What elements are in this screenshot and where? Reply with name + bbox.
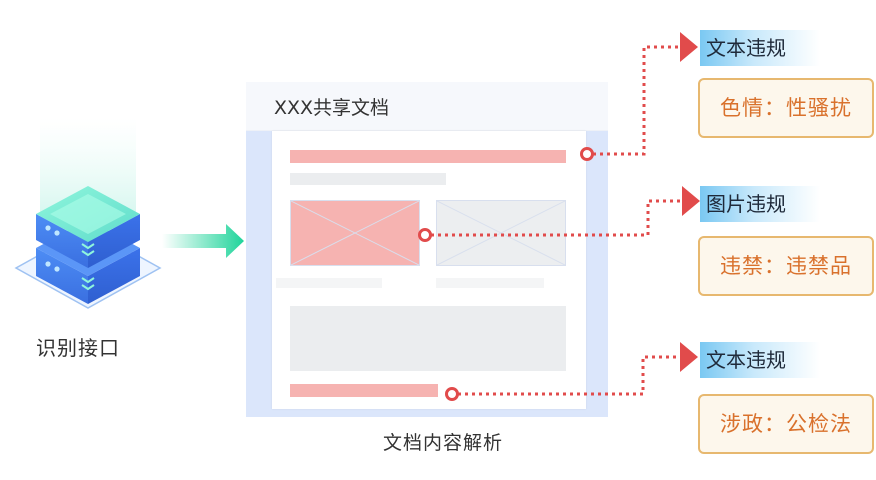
violation-heading: 文本违规: [700, 342, 820, 378]
violation-heading: 图片违规: [700, 186, 820, 222]
flagged-text-line: [290, 384, 438, 397]
text-line: [290, 173, 446, 185]
caption-line: [276, 278, 382, 288]
flow-arrow-icon: [162, 222, 248, 260]
text-block: [290, 306, 566, 371]
server-label: 识别接口: [36, 336, 120, 360]
server-stack-icon: [8, 118, 168, 318]
violation-detail: 涉政：公检法: [698, 394, 874, 454]
document-title: XXX共享文档: [274, 97, 390, 119]
flagged-image-placeholder: [290, 200, 420, 266]
flagged-text-line: [290, 150, 566, 163]
document-titlebar: [246, 82, 608, 130]
violation-detail: 色情：性骚扰: [698, 78, 874, 138]
document-page: [272, 131, 586, 409]
violation-heading: 文本违规: [700, 30, 820, 66]
document-caption: 文档内容解析: [383, 432, 504, 454]
caption-line: [436, 278, 544, 288]
violation-detail: 违禁：违禁品: [698, 236, 874, 296]
image-placeholder: [436, 200, 566, 266]
